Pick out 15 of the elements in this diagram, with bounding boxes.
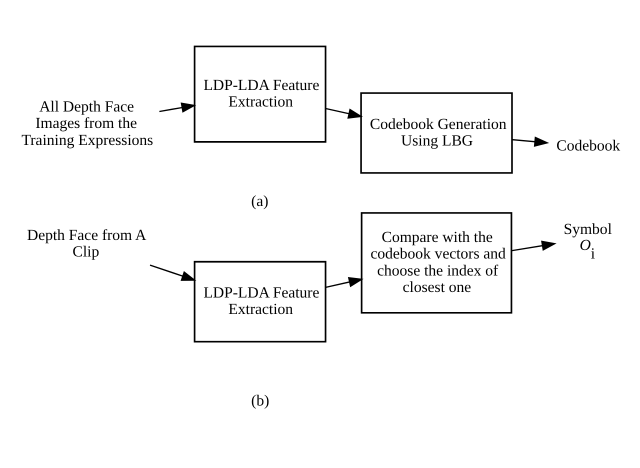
arrow xyxy=(511,240,557,252)
node-box: Compare with the codebook vectors and choose the index of closest one xyxy=(360,212,512,314)
node-box: LDP-LDA Feature Extraction xyxy=(194,260,326,342)
node-text: Depth Face from A Clip xyxy=(27,226,146,260)
node-text: All Depth Face Images from the Training Expressions xyxy=(21,98,154,149)
node-box: Codebook Generation Using LBG xyxy=(360,92,513,174)
arrow xyxy=(325,277,364,288)
label: (b) xyxy=(251,392,270,410)
node-text: Codebook xyxy=(556,137,620,154)
label: (a) xyxy=(251,192,268,210)
arrow xyxy=(150,264,196,281)
arrow xyxy=(325,108,363,119)
arrow xyxy=(159,102,196,113)
arrow xyxy=(512,136,550,147)
node-box: LDP-LDA Feature Extraction xyxy=(194,46,326,143)
